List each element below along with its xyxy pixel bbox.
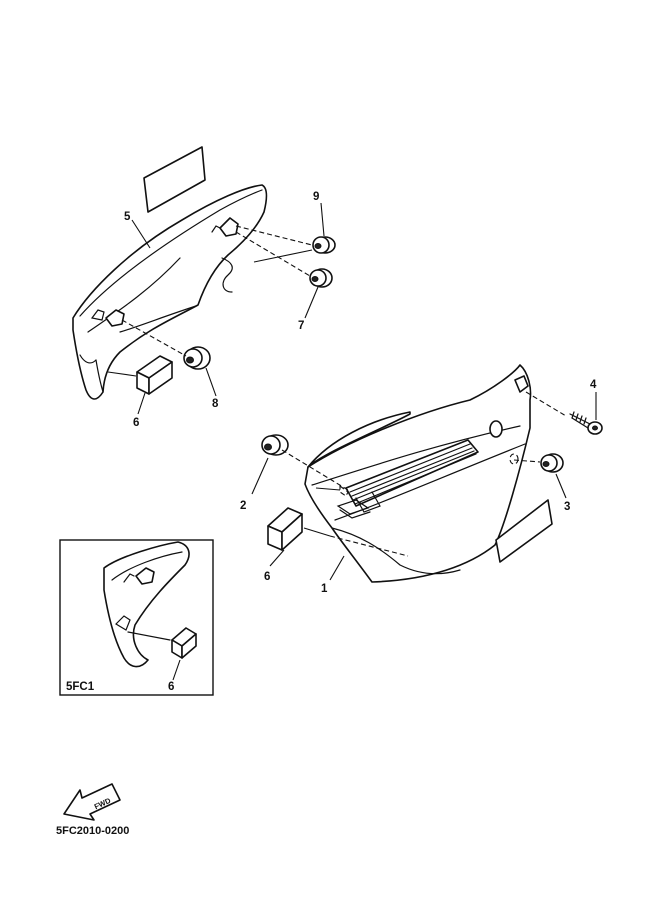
- callout-2: 2: [240, 500, 246, 512]
- inset-label: 5FC1: [66, 681, 95, 693]
- right-side-cover: [304, 364, 532, 583]
- left-decal: [143, 146, 206, 213]
- drawing-code: 5FC2010-0200: [56, 825, 129, 837]
- callout-6-inset: 6: [168, 681, 174, 693]
- damper-part-6-left: [136, 355, 173, 395]
- callout-8: 8: [212, 398, 219, 410]
- callout-9: 9: [313, 191, 319, 203]
- inset-5fc1: 5FC1 6: [59, 539, 214, 696]
- forward-arrow-icon: FWD: [63, 783, 121, 821]
- grommet-part-2: [261, 434, 289, 456]
- right-decal: [495, 499, 553, 563]
- damper-part-6-right: [267, 507, 303, 551]
- callout-1: 1: [321, 583, 328, 595]
- grommet-part-7: [309, 268, 333, 288]
- grommet-part-8: [183, 346, 211, 370]
- callout-6-left: 6: [133, 417, 139, 429]
- callout-3: 3: [564, 501, 570, 513]
- callout-7: 7: [298, 320, 304, 332]
- callout-4: 4: [590, 379, 597, 391]
- left-side-cover: [72, 146, 268, 400]
- callout-6-right: 6: [264, 571, 270, 583]
- vent-grille: [336, 439, 479, 519]
- callout-5: 5: [124, 211, 131, 223]
- grommet-part-3: [540, 453, 564, 473]
- screw-part-4: [569, 411, 603, 435]
- grommet-part-9: [312, 236, 336, 254]
